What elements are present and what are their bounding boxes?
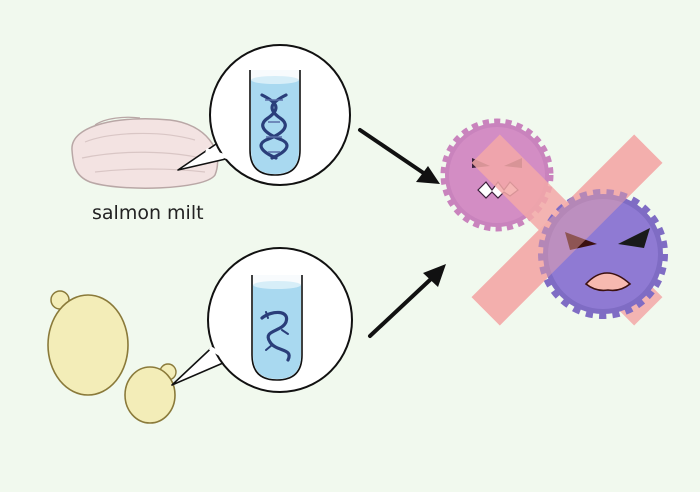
yeast-cells-icon (47, 290, 177, 424)
arrow-bottom (368, 264, 446, 338)
salmon-milt-label: salmon milt (92, 202, 204, 224)
pathogen-purple (538, 189, 668, 319)
angry-pathogen-icon (538, 189, 668, 319)
arrow-top (358, 128, 440, 184)
salmon-milt-icon (71, 116, 219, 189)
dna-test-tube-icon (249, 70, 301, 176)
cross-overlay (471, 134, 663, 326)
rna-test-tube-icon (251, 275, 303, 381)
dna-callout-bottom (171, 247, 353, 393)
dna-callout-top (177, 44, 351, 186)
